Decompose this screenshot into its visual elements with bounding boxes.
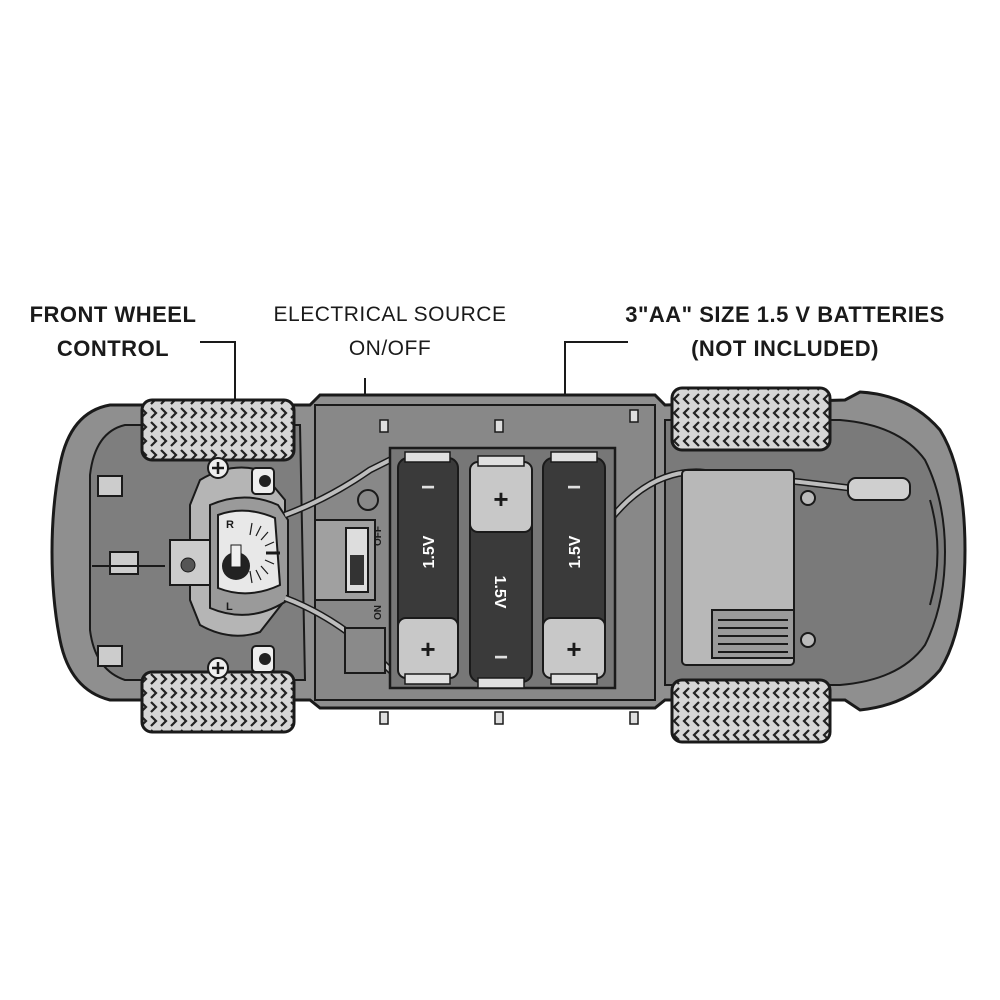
rear-left-wheel — [670, 386, 832, 452]
switch-off-label: OFF — [373, 526, 384, 546]
dial-right-label: R — [226, 519, 234, 531]
steering-dial: R L — [217, 509, 282, 613]
battery-terminal-sign: + — [566, 634, 581, 664]
mount-hole — [800, 632, 816, 648]
battery-terminal-sign: + — [420, 634, 435, 664]
mount-hole — [357, 489, 379, 511]
battery-cell-3: − + 1.5V — [542, 451, 606, 685]
battery-terminal-sign: − — [421, 474, 435, 501]
screw-icon — [207, 657, 229, 679]
label-line: FRONT WHEEL — [29, 302, 197, 327]
rear-right-wheel — [670, 678, 832, 744]
switch-on-label: ON — [373, 605, 384, 620]
clip — [97, 645, 123, 667]
rivets — [379, 409, 639, 725]
battery-voltage-label: 1.5V — [567, 535, 584, 568]
battery-terminal-sign: + — [493, 484, 508, 514]
battery-voltage-label: 1.5V — [421, 535, 438, 568]
battery-cell-1: − + 1.5V — [397, 451, 459, 685]
front-wheel-control-label: FRONT WHEEL CONTROL — [8, 298, 218, 366]
switch-knob[interactable] — [350, 555, 364, 585]
electrical-source-label: ELECTRICAL SOURCE ON/OFF — [250, 298, 530, 366]
battery-terminal-sign: − — [567, 474, 581, 501]
label-line: CONTROL — [56, 336, 170, 361]
front-right-wheel — [140, 670, 296, 734]
battery-terminal-sign: − — [494, 644, 508, 671]
antenna-connector — [847, 477, 911, 501]
label-line: ON/OFF — [348, 337, 432, 360]
battery-cell-2: + − 1.5V — [469, 455, 533, 689]
label-line: (NOT INCLUDED) — [691, 336, 879, 361]
clip — [97, 475, 123, 497]
motor-gearbox — [711, 609, 795, 659]
label-line: 3"AA" SIZE 1.5 V BATTERIES — [625, 302, 945, 327]
dial-left-label: L — [226, 601, 233, 613]
batteries-label: 3"AA" SIZE 1.5 V BATTERIES (NOT INCLUDED… — [575, 298, 995, 366]
front-left-wheel — [140, 398, 296, 462]
screw-icon — [207, 457, 229, 479]
mount-hole — [800, 490, 816, 506]
battery-voltage-label: 1.5V — [491, 576, 508, 609]
label-line: ELECTRICAL SOURCE — [273, 303, 507, 326]
